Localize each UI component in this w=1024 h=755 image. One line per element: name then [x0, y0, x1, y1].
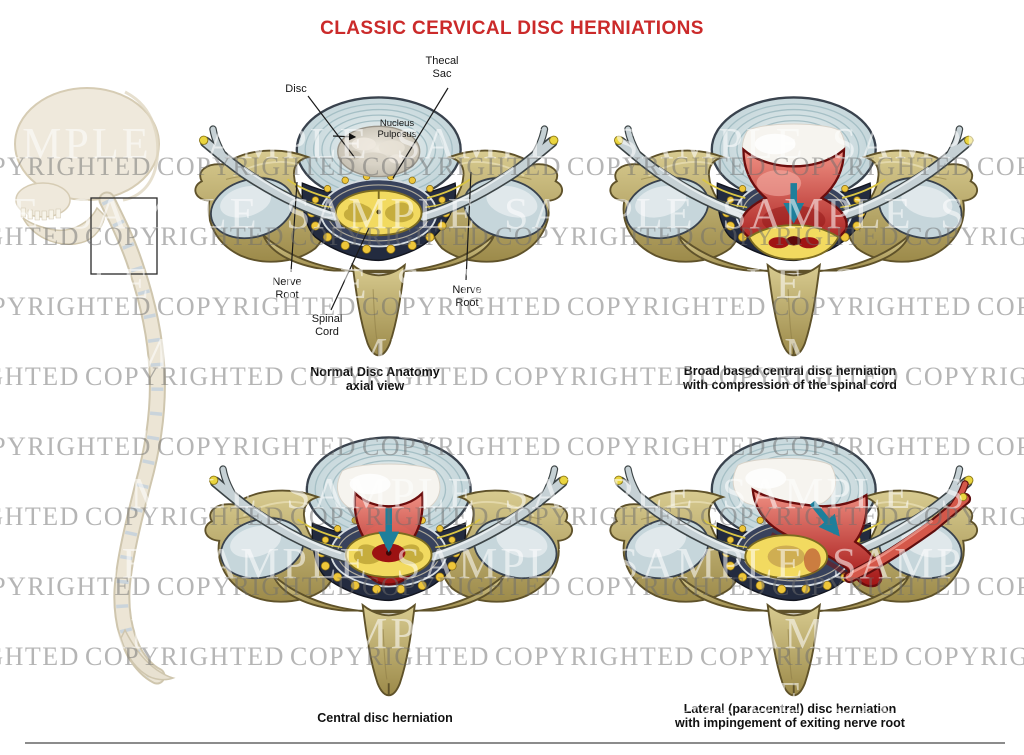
label-nerve-root-left: Nerve Root: [272, 276, 302, 301]
label-disc: Disc: [285, 83, 307, 95]
caption-line2: axial view: [345, 379, 405, 393]
caption-line2: with impingement of exiting nerve root: [675, 716, 905, 730]
watermark-copyrighted: COPYRIGHTED: [977, 292, 1024, 321]
vertebra-axial-broad-herniation: [600, 90, 980, 360]
label-thecal-sac: Thecal Sac: [425, 55, 459, 80]
caption-normal: Normal Disc Anatomy axial view: [210, 365, 540, 393]
caption-line1: Lateral (paracentral) disc herniation: [683, 702, 897, 716]
panel-lateral-herniation: Lateral (paracentral) disc herniation wi…: [600, 395, 980, 755]
caption-lateral: Lateral (paracentral) disc herniation wi…: [625, 702, 955, 730]
label-nerve-root-right: Nerve Root: [452, 284, 482, 309]
panel-central-herniation: Central disc herniation: [195, 395, 575, 755]
vertebra-axial-central-herniation: [195, 430, 575, 700]
vertebra-axial-lateral-herniation: [600, 430, 980, 700]
panel-normal-disc: Disc Thecal Sac Nucleus Pulposus Nerve R…: [185, 50, 565, 410]
page-title: CLASSIC CERVICAL DISC HERNIATIONS: [320, 18, 704, 39]
caption-broad: Broad based central disc herniation with…: [625, 364, 955, 392]
caption-line2: with compression of the spinal cord: [683, 378, 897, 392]
caption-line1: Broad based central disc herniation: [683, 364, 897, 378]
skull-spine-illustration: [14, 87, 176, 685]
panel-broad-central-herniation: Broad based central disc herniation with…: [600, 50, 980, 410]
caption-central: Central disc herniation: [220, 711, 550, 725]
label-spinal-cord: Spinal Cord: [311, 313, 343, 338]
watermark-copyrighted: COPYRIGHTED: [977, 572, 1024, 601]
bottom-rule: [25, 742, 1005, 744]
label-nucleus-pulposus: Nucleus Pulposus: [377, 118, 417, 140]
watermark-copyrighted: COPYRIGHTED: [977, 152, 1024, 181]
caption-line1: Normal Disc Anatomy: [310, 365, 440, 379]
caption-line1: Central disc herniation: [317, 711, 453, 725]
watermark-copyrighted: COPYRIGHTED: [977, 432, 1024, 461]
cervical-region-box: [90, 197, 158, 275]
